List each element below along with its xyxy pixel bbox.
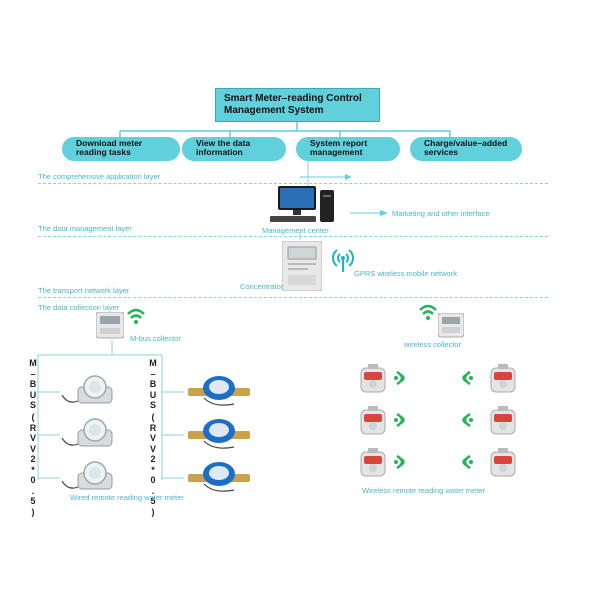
concentrator-label: Concentrator	[240, 282, 284, 291]
app-charge-line1: Charge/value–added	[424, 138, 508, 148]
cable-label-char: –	[150, 368, 156, 379]
cable-label-char: (	[151, 412, 155, 422]
app-download-line2: reading tasks	[76, 147, 131, 157]
concentrator-icon	[282, 241, 322, 291]
cable-label-char: S	[149, 400, 156, 410]
mbus-collector-icon	[96, 312, 124, 342]
cable-label-char: S	[29, 400, 36, 410]
cable-label-char: )	[31, 506, 35, 517]
wireless-collector-icon	[438, 313, 464, 341]
cable-label-char: V	[29, 443, 36, 454]
system-title-line2: Management System	[224, 105, 324, 116]
wifi-signal-icon	[393, 454, 411, 470]
cable-label-char: U	[29, 389, 37, 400]
management-center-label: Management center	[262, 226, 329, 235]
wired-meter-label: Wired remote reading water meter	[70, 493, 184, 502]
cable-label-char: U	[149, 389, 157, 400]
app-download-tasks: Download meter reading tasks	[62, 137, 180, 161]
app-view-line2: information	[196, 147, 243, 157]
wifi-signal-icon	[456, 412, 474, 428]
cable-label-char: *	[31, 464, 35, 475]
wired-meter-blue-1	[184, 374, 254, 408]
cable-label-char: B	[149, 379, 157, 389]
app-download-line1: Download meter	[76, 138, 143, 148]
cable-label-char: –	[30, 368, 36, 379]
wireless-meter-icon	[488, 404, 518, 436]
app-report-line1: System report	[310, 138, 368, 148]
wired-meter-white-3	[60, 461, 118, 495]
cable-label-char: 0	[30, 475, 36, 485]
system-title-line1: Smart Meter–reading Control	[224, 93, 362, 104]
layer-divider-1	[38, 183, 548, 184]
system-title-box: Smart Meter–reading Control Management S…	[215, 88, 380, 122]
app-system-report: System report management	[296, 137, 400, 161]
layer-data-management-label: The data management layer	[38, 224, 132, 233]
cable-label-char: 2	[30, 454, 36, 464]
wireless-meter-icon	[358, 362, 388, 394]
wired-meter-blue-2	[184, 417, 254, 451]
layer-divider-2	[38, 236, 548, 237]
app-view-data: View the data information	[182, 137, 286, 161]
cable-label-char: M	[149, 358, 157, 368]
app-charge-services: Charge/value–added services	[410, 137, 522, 161]
cable-label-char: .	[151, 485, 155, 496]
layer-transport-label: The transport network layer	[38, 286, 130, 295]
cable-label-char: V	[149, 443, 156, 454]
gprs-antenna-icon	[330, 246, 356, 272]
computer-icon	[268, 186, 340, 226]
cable-label-char: *	[151, 464, 155, 475]
wifi-signal-icon	[393, 412, 411, 428]
cable-label-char: 0	[150, 475, 156, 485]
mbus-collector-label: M-bus collector	[130, 334, 181, 343]
wireless-collector-label: wireless collector	[404, 340, 462, 349]
cable-label-char: 2	[150, 454, 156, 464]
wifi-signal-icon	[393, 370, 411, 386]
wireless-meter-icon	[358, 404, 388, 436]
wired-meter-white-1	[60, 375, 118, 409]
app-charge-line2: services	[424, 147, 459, 157]
wireless-meter-icon	[488, 362, 518, 394]
cable-label-char: 5	[150, 496, 156, 506]
layer-data-collection-label: The data collection layer	[38, 303, 120, 312]
cable-label-char: 5	[30, 496, 36, 506]
wifi-signal-icon	[456, 370, 474, 386]
cable-label-char: V	[149, 433, 156, 443]
cable-label-char: (	[31, 412, 35, 422]
cable-label-char: B	[29, 379, 37, 389]
gprs-label: GPRS wireless mobile network	[354, 269, 457, 278]
wired-meter-white-2	[60, 418, 118, 452]
layer-divider-3	[38, 297, 548, 298]
marketing-interface-label: Marketing and other interface	[392, 209, 490, 218]
wifi-signal-icon	[456, 454, 474, 470]
app-report-line2: management	[310, 147, 363, 157]
wireless-meter-icon	[358, 446, 388, 478]
cable-label-char: R	[29, 422, 37, 433]
wireless-meter-icon	[488, 446, 518, 478]
wireless-meter-label: Wireless remote reading water meter	[362, 486, 485, 495]
mbus-wifi-icon	[126, 308, 146, 326]
cable-label-char: .	[31, 485, 35, 496]
cable-label-char: M	[29, 358, 37, 368]
cable-label-char: R	[149, 422, 157, 433]
cable-label-char: )	[151, 506, 155, 517]
wireless-collector-wifi-icon	[418, 304, 438, 322]
wired-meter-blue-3	[184, 460, 254, 494]
app-view-line1: View the data	[196, 138, 251, 148]
layer-application-label: The comprehensive application layer	[38, 172, 161, 181]
cable-label-char: V	[29, 433, 36, 443]
